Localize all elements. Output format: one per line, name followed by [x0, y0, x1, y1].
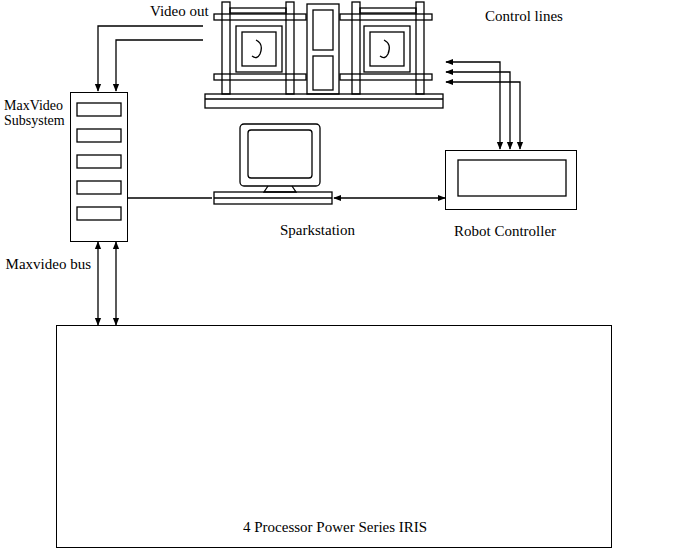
- node-label: 4 Processor Power Series IRIS: [243, 519, 427, 536]
- node-art: [446, 151, 578, 211]
- node-label: Sparkstation: [280, 222, 355, 239]
- node-art: [212, 122, 334, 206]
- connector: [128, 197, 212, 198]
- iris-computer: 4 Processor Power Series IRIS: [56, 325, 612, 548]
- signal-label: Control lines: [485, 8, 563, 25]
- video-wires: [98, 26, 203, 91]
- node-art: [71, 93, 129, 243]
- node-label: MaxVideo Subsystem: [4, 98, 68, 129]
- control-wires: [446, 62, 520, 149]
- connector: [115, 242, 116, 325]
- robot-controller: Robot Controller: [445, 150, 577, 210]
- bus-label: Maxvideo bus: [6, 256, 91, 273]
- connector: [334, 197, 445, 198]
- workstation: Sparkstation: [212, 122, 334, 206]
- connector: [97, 242, 98, 325]
- node-label: Robot Controller: [454, 223, 556, 240]
- node-art: [57, 326, 613, 549]
- maxvideo-rack: MaxVideo Subsystem: [70, 92, 128, 242]
- signal-label: Video out: [150, 3, 209, 20]
